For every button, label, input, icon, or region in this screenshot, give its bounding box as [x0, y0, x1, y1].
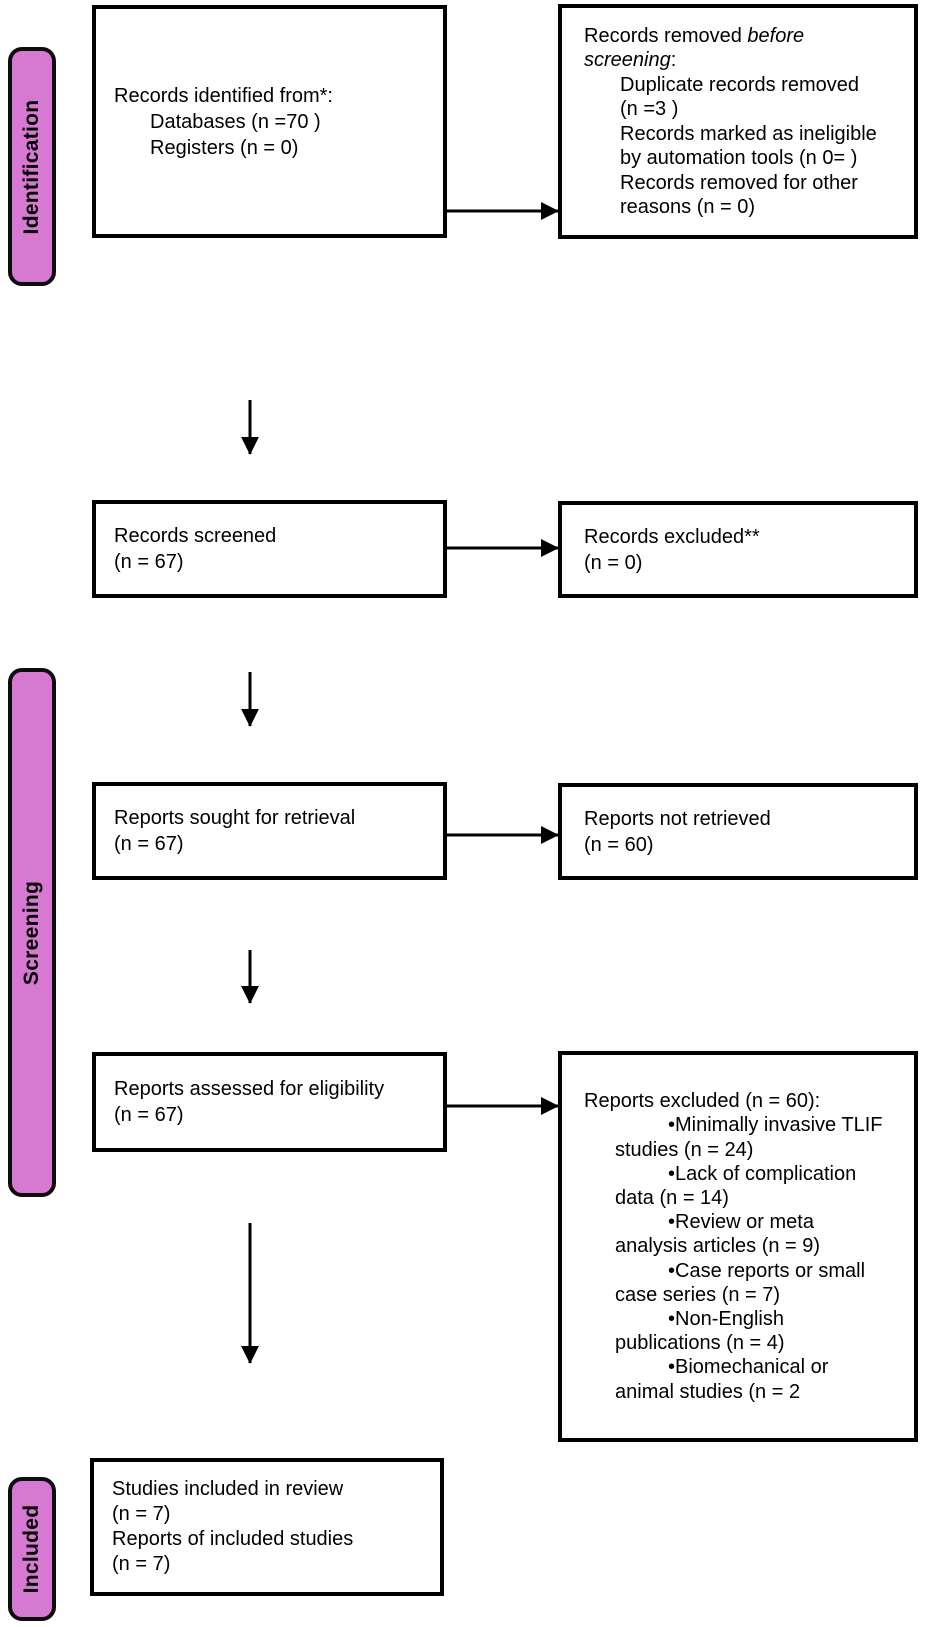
exclusion-reason-wrap: case series (n = 7) [615, 1283, 781, 1306]
records-screened-line: Records screened [114, 525, 277, 547]
exclusion-reason-bullet: •Case reports or small [668, 1259, 866, 1282]
colon-text: : [670, 49, 677, 71]
records-excluded-count: (n = 0) [584, 551, 643, 574]
records-identified-box: Records identified from*: Databases (n =… [92, 5, 447, 238]
records-screened-box: Records screened (n = 67) [92, 500, 447, 598]
reports-not-retrieved-count: (n = 60) [584, 833, 654, 856]
screening-stage-label: Screening [20, 880, 43, 985]
studies-included-line: Studies included in review [112, 1478, 344, 1500]
reports-assessed-count: (n = 67) [114, 1104, 184, 1126]
exclusion-reason-wrap: data (n = 14) [615, 1186, 729, 1209]
reports-not-retrieved-line: Reports not retrieved [584, 807, 771, 830]
reports-excluded-box: Reports excluded (n = 60): •Minimally in… [558, 1051, 918, 1442]
reports-sought-line: Reports sought for retrieval [114, 807, 356, 829]
records-screened-count: (n = 67) [114, 551, 184, 573]
records-excluded-box: Records excluded** (n = 0) [558, 501, 918, 598]
included-stage-bar: Included [8, 1477, 56, 1621]
included-stage-label: Included [20, 1504, 43, 1594]
reports-sought-box: Reports sought for retrieval (n = 67) [92, 782, 447, 880]
exclusion-reason-wrap: publications (n = 4) [615, 1332, 785, 1355]
reports-assessed-box: Reports assessed for eligibility (n = 67… [92, 1052, 447, 1152]
screening-italic-text: screening [584, 49, 671, 71]
records-excluded-line: Records excluded** [584, 525, 760, 548]
databases-count-line: Databases (n =70 ) [150, 110, 321, 133]
exclusion-reason-bullet: •Lack of complication [668, 1162, 857, 1185]
records-removed-text: Records removed [584, 24, 748, 47]
exclusion-reason-wrap: analysis articles (n = 9) [615, 1235, 821, 1258]
reports-sought-count: (n = 67) [114, 833, 184, 855]
reports-assessed-line: Reports assessed for eligibility [114, 1078, 385, 1100]
exclusion-reason-bullet: •Biomechanical or [668, 1356, 829, 1379]
ineligible-records-line: Records marked as ineligible [620, 122, 877, 145]
exclusion-reason-wrap: animal studies (n = 2 [615, 1380, 801, 1403]
exclusion-reason-bullet: •Non-English [668, 1308, 784, 1330]
reports-not-retrieved-box: Reports not retrieved (n = 60) [558, 783, 918, 880]
identification-stage-label: Identification [20, 99, 43, 234]
records-identified-line: Records identified from*: [114, 84, 333, 107]
duplicate-records-count: (n =3 ) [620, 98, 679, 120]
duplicate-records-line: Duplicate records removed [620, 73, 859, 96]
screening-stage-bar: Screening [8, 668, 56, 1197]
reports-included-line: Reports of included studies [112, 1528, 354, 1550]
records-removed-box: Records removed before screening: Duplic… [558, 4, 918, 239]
exclusion-reason-wrap: studies (n = 24) [615, 1138, 754, 1161]
exclusion-reason-bullet: •Minimally invasive TLIF [668, 1114, 883, 1137]
before-italic-text: before [747, 24, 805, 47]
records-removed-line-1: Records removed before [584, 24, 898, 49]
other-reasons-count: reasons (n = 0) [620, 196, 756, 218]
studies-included-box: Studies included in review (n = 7) Repor… [90, 1458, 444, 1596]
exclusion-reason-bullet: •Review or meta [668, 1211, 814, 1234]
identification-stage-bar: Identification [8, 47, 56, 286]
automation-tools-count: by automation tools (n 0= ) [620, 147, 858, 169]
reports-excluded-heading: Reports excluded (n = 60): [584, 1090, 821, 1113]
registers-count-line: Registers (n = 0) [150, 136, 299, 159]
other-reasons-line: Records removed for other [620, 171, 858, 194]
studies-included-count: (n = 7) [112, 1503, 171, 1525]
reports-included-count: (n = 7) [112, 1553, 171, 1575]
records-removed-line-2: screening: [584, 48, 898, 73]
